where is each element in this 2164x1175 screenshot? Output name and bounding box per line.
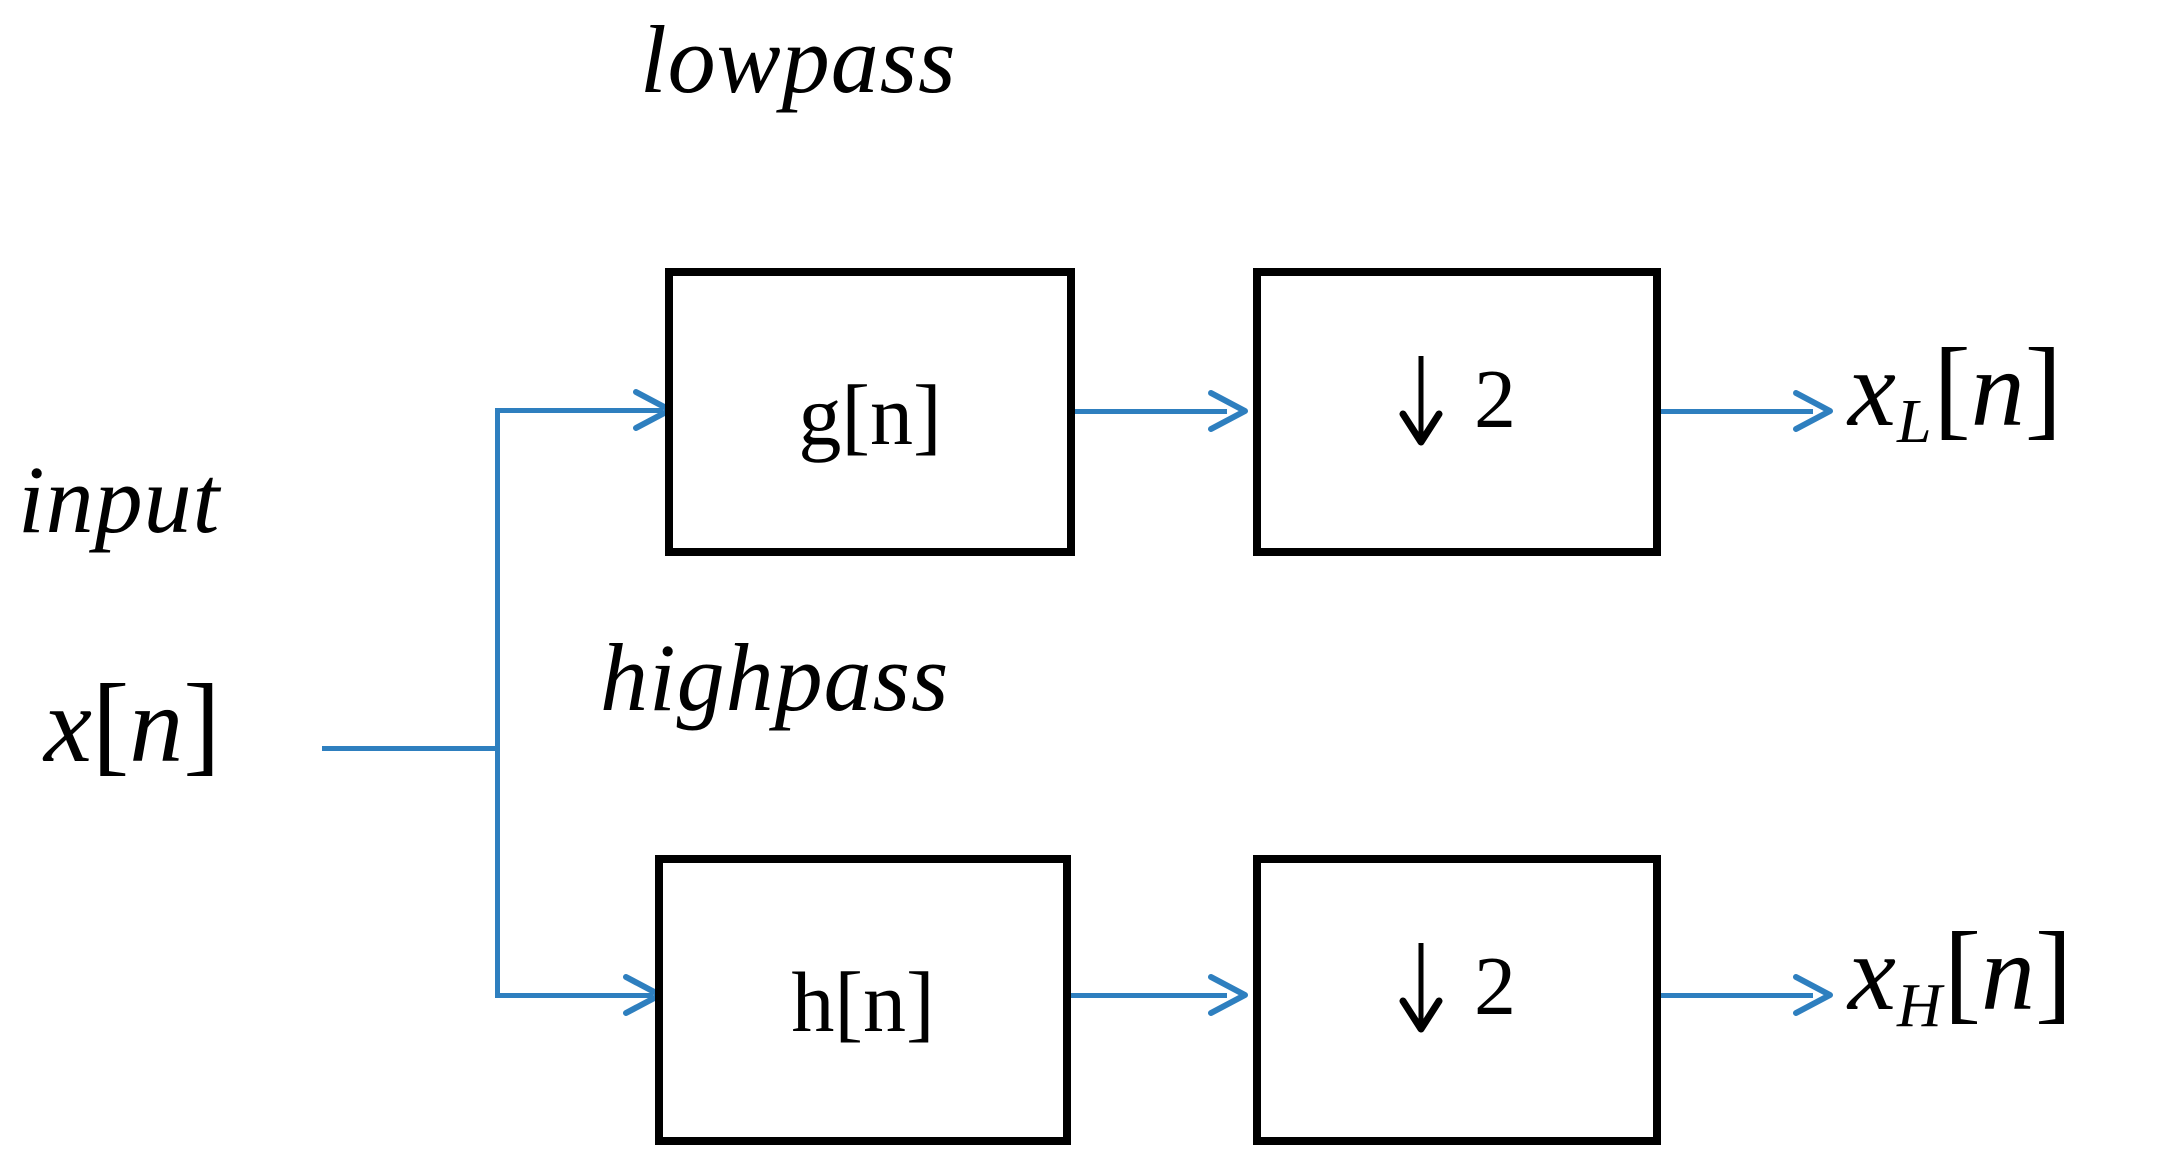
- input-signal-open-bracket: [: [91, 662, 130, 786]
- input-signal-close-bracket: ]: [183, 662, 221, 786]
- lowpass-output-open-bracket: [: [1933, 326, 1971, 450]
- highpass-output-subscript: H: [1896, 972, 1942, 1041]
- lowpass-output-wire: [1661, 409, 1813, 414]
- lowpass-branch-label: lowpass: [640, 6, 957, 113]
- lowpass-decimator-factor: 2: [1474, 353, 1516, 446]
- lowpass-filter-index: n: [870, 367, 913, 463]
- input-signal-index: n: [129, 666, 184, 785]
- lowpass-decimator-block[interactable]: 2: [1253, 268, 1661, 556]
- highpass-decimator-label: 2: [1261, 941, 1653, 1033]
- highpass-filter-base: h: [791, 954, 835, 1050]
- highpass-input-wire: [495, 993, 653, 998]
- highpass-output-signal-label: xH[n]: [1848, 916, 2072, 1037]
- lowpass-filter-open-bracket: [: [841, 367, 870, 463]
- highpass-filter-index: n: [863, 954, 906, 1050]
- highpass-output-arrowhead-icon: [1790, 972, 1836, 1018]
- highpass-filter-close-bracket: ]: [906, 954, 935, 1050]
- lowpass-decimator-label: 2: [1261, 354, 1653, 446]
- lowpass-output-index: n: [1970, 330, 2025, 449]
- highpass-output-index: n: [1981, 914, 2036, 1033]
- highpass-decimator-block[interactable]: 2: [1253, 855, 1661, 1145]
- lowpass-interstage-wire: [1075, 409, 1227, 414]
- highpass-filter-open-bracket: [: [834, 954, 863, 1050]
- highpass-filter-label: h[n]: [663, 959, 1063, 1045]
- lowpass-filter-block[interactable]: g[n]: [665, 268, 1075, 556]
- highpass-decimator-factor: 2: [1474, 940, 1516, 1033]
- highpass-filter-block[interactable]: h[n]: [655, 855, 1071, 1145]
- lowpass-output-subscript: L: [1896, 388, 1932, 457]
- lowpass-input-wire: [495, 408, 663, 413]
- highpass-output-close-bracket: ]: [2035, 910, 2073, 1034]
- lowpass-output-arrowhead-icon: [1790, 388, 1836, 434]
- lowpass-filter-close-bracket: ]: [913, 367, 942, 463]
- highpass-interstage-wire: [1071, 993, 1227, 998]
- highpass-decimator-arrowhead-icon: [1205, 972, 1251, 1018]
- input-trunk-wire: [322, 746, 498, 751]
- input-word-label: input: [18, 446, 221, 553]
- highpass-output-wire: [1661, 993, 1813, 998]
- highpass-branch-label: highpass: [600, 624, 950, 731]
- down-arrow-icon: [1398, 354, 1444, 446]
- highpass-output-open-bracket: [: [1943, 910, 1982, 1034]
- lowpass-output-base: x: [1848, 330, 1896, 449]
- highpass-output-base: x: [1848, 914, 1896, 1033]
- down-arrow-icon: [1398, 941, 1444, 1033]
- input-signal-label: x[n]: [44, 668, 221, 780]
- lowpass-filter-label: g[n]: [673, 372, 1067, 458]
- lowpass-filter-base: g: [798, 367, 842, 463]
- lowpass-output-close-bracket: ]: [2024, 326, 2063, 450]
- lowpass-output-signal-label: xL[n]: [1848, 332, 2062, 453]
- input-signal-base: x: [44, 666, 92, 785]
- lowpass-decimator-arrowhead-icon: [1205, 388, 1251, 434]
- split-bus-wire: [495, 408, 500, 998]
